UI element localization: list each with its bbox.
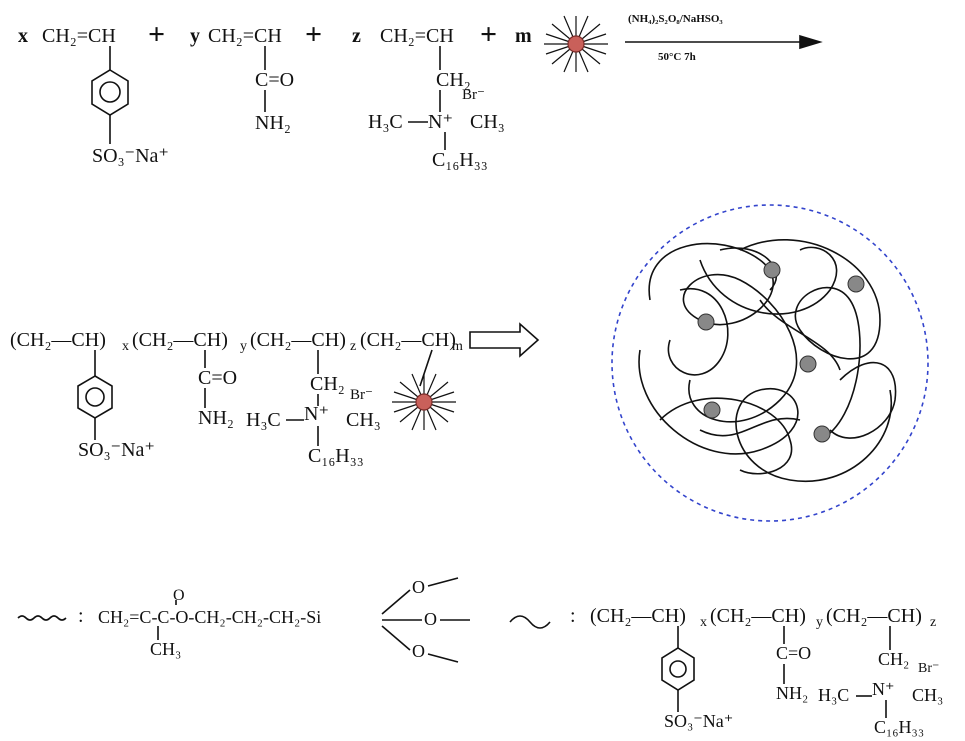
benzene-inner-2 xyxy=(86,388,104,406)
hollow-arrow xyxy=(470,324,538,356)
polymer-carbonyl: C=O xyxy=(198,367,238,389)
benzene-ring-2 xyxy=(78,376,112,418)
silane-methyl: CH₃ xyxy=(150,639,182,659)
legend-separator-1: : xyxy=(78,605,84,627)
polymer-methylene: CH₂ xyxy=(310,373,345,395)
nanoparticle-icon-1 xyxy=(544,16,608,72)
polymer-methyl-right: CH₃ xyxy=(346,409,381,431)
legend-separator-2: : xyxy=(570,605,576,627)
methoxy-o-2: O xyxy=(424,609,437,629)
benzene-ring-3 xyxy=(662,648,694,690)
methoxy-o-1: O xyxy=(412,577,425,597)
vinyl-ammonium: CH₂=CH xyxy=(380,25,454,47)
chain-n-plus: N⁺ xyxy=(872,679,895,699)
benzene-ring-1 xyxy=(92,70,128,115)
methoxy-o-3: O xyxy=(412,641,425,661)
polymer-methyl-left: H₃C xyxy=(246,409,281,431)
plus-1: + xyxy=(148,18,166,51)
polymer-cetyl: C₁₆H₃₃ xyxy=(308,445,364,467)
polymer-sulfonate: SO₃⁻Na⁺ xyxy=(78,439,155,461)
polymer-segment-4: (CH₂—CH) xyxy=(360,329,456,351)
chain-bromide: Br⁻ xyxy=(918,661,940,676)
crosslinked-network xyxy=(612,205,928,521)
methylene-label: CH₂ xyxy=(436,69,471,91)
coef-m: m xyxy=(515,25,532,47)
polymer-bond-9 xyxy=(420,350,432,386)
chain-segment-3: (CH₂—CH) xyxy=(826,605,922,627)
methyl-3 xyxy=(428,654,458,662)
conditions-top: (NH₄)₂S₂O₈/NaHSO₃ xyxy=(628,13,723,25)
vinyl-styrene: CH₂=CH xyxy=(42,25,116,47)
polymer-sub-m: m xyxy=(452,339,463,354)
benzene-inner-3 xyxy=(670,661,686,677)
chain-methyl-left: H₃C xyxy=(818,685,850,705)
wavy-line-2 xyxy=(510,616,550,628)
amine-label: NH₂ xyxy=(255,112,291,134)
silane-o-1 xyxy=(382,590,410,614)
methyl-left-label: H₃C xyxy=(368,111,403,133)
sulfonate-label: SO₃⁻Na⁺ xyxy=(92,145,169,167)
wavy-line-1 xyxy=(18,616,66,620)
bromide-label: Br⁻ xyxy=(462,87,485,103)
chain-sub-x: x xyxy=(700,615,707,630)
polymer-chains xyxy=(639,240,896,481)
chain-sub-z: z xyxy=(930,615,937,630)
coef-x: x xyxy=(18,25,28,47)
silane-oxygen: O xyxy=(173,587,185,604)
chain-cetyl: C₁₆H₃₃ xyxy=(874,717,925,737)
silane-formula: CH₂=C-C-O-CH₂-CH₂-CH₂-Si xyxy=(98,607,322,627)
n-plus-label: N⁺ xyxy=(428,111,453,133)
plus-2: + xyxy=(305,18,323,51)
chain-sulfonate: SO₃⁻Na⁺ xyxy=(664,711,734,731)
benzene-inner-1 xyxy=(100,82,120,102)
chain-methyl-right: CH₃ xyxy=(912,685,944,705)
chain-sub-y: y xyxy=(816,615,823,630)
coef-y: y xyxy=(190,25,200,47)
silane-o-3 xyxy=(382,626,410,650)
crosslink-spheres xyxy=(698,262,864,442)
polymer-sub-z: z xyxy=(350,339,357,354)
plus-3: + xyxy=(480,18,498,51)
chain-segment-2: (CH₂—CH) xyxy=(710,605,806,627)
conditions-bottom: 50°C 7h xyxy=(658,51,696,63)
vinyl-acrylamide: CH₂=CH xyxy=(208,25,282,47)
dashed-boundary xyxy=(612,205,928,521)
polymer-segment-1: (CH₂—CH) xyxy=(10,329,106,351)
arrow-head xyxy=(800,36,820,48)
polymer-segment-2: (CH₂—CH) xyxy=(132,329,228,351)
polymer-sub-y: y xyxy=(240,339,247,354)
chain-amine: NH₂ xyxy=(776,683,809,703)
cetyl-label: C₁₆H₃₃ xyxy=(432,149,488,171)
methyl-right-label: CH₃ xyxy=(470,111,505,133)
polymer-sub-x: x xyxy=(122,339,129,354)
polymer-amine: NH₂ xyxy=(198,407,234,429)
chain-segment-1: (CH₂—CH) xyxy=(590,605,686,627)
coef-z: z xyxy=(352,25,361,47)
carbonyl-label: C=O xyxy=(255,69,295,91)
chain-carbonyl: C=O xyxy=(776,643,812,663)
polymer-n-plus: N⁺ xyxy=(304,403,329,425)
polymer-bromide: Br⁻ xyxy=(350,387,373,403)
methyl-1 xyxy=(428,578,458,586)
nanoparticle-icon-2 xyxy=(392,374,456,430)
chain-methylene: CH₂ xyxy=(878,649,910,669)
polymer-segment-3: (CH₂—CH) xyxy=(250,329,346,351)
